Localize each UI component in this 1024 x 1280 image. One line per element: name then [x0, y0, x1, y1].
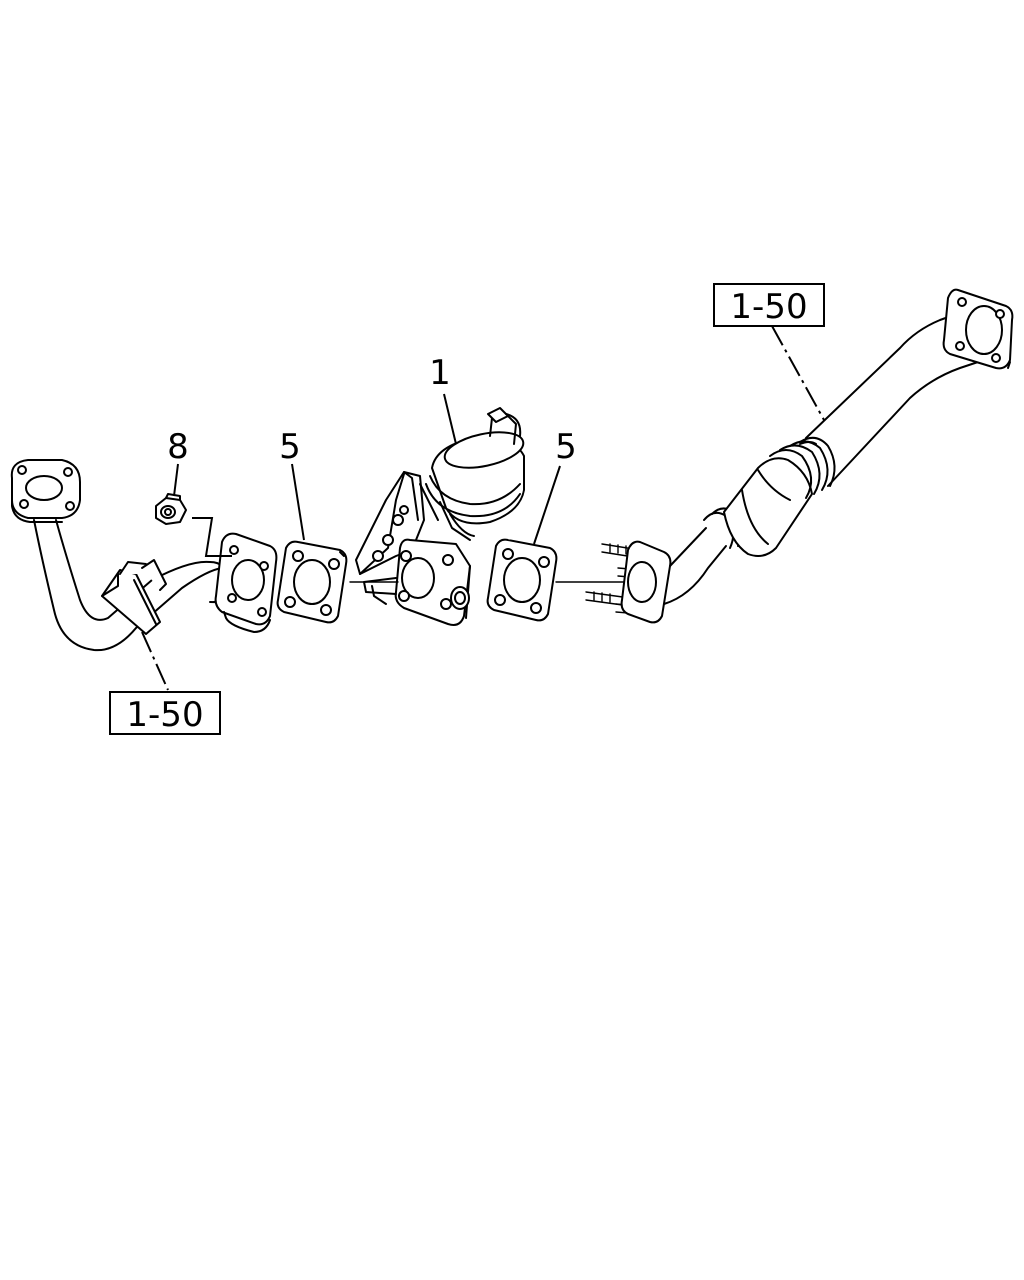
callout-part-5-right: 5: [555, 427, 577, 467]
gasket-right: [486, 538, 558, 622]
callout-part-5-left: 5: [279, 427, 301, 467]
part-5-right-leader: [533, 465, 561, 545]
part-5-left-leader: [291, 463, 305, 541]
ref-box-bottom-left: 1-50: [109, 691, 221, 735]
nut-leader-line: [192, 517, 232, 557]
ref-box-top-right: 1-50: [713, 283, 825, 327]
callout-part-1: 1: [429, 353, 451, 393]
gasket-left: [276, 540, 348, 624]
front-exhaust-pipe: [10, 459, 278, 652]
ref-top-right-text: 1-50: [730, 287, 807, 327]
callout-part-8: 8: [167, 427, 189, 467]
flange-nut: [155, 493, 187, 525]
rear-exhaust-pipe: [585, 288, 1014, 624]
catalytic-converter: [355, 407, 525, 626]
part-1-leader: [443, 393, 457, 445]
part-8-leader: [173, 463, 179, 497]
ref-bottom-left-leader: [141, 631, 169, 691]
ref-top-right-leader: [771, 325, 825, 421]
ref-bottom-left-text: 1-50: [126, 695, 203, 735]
